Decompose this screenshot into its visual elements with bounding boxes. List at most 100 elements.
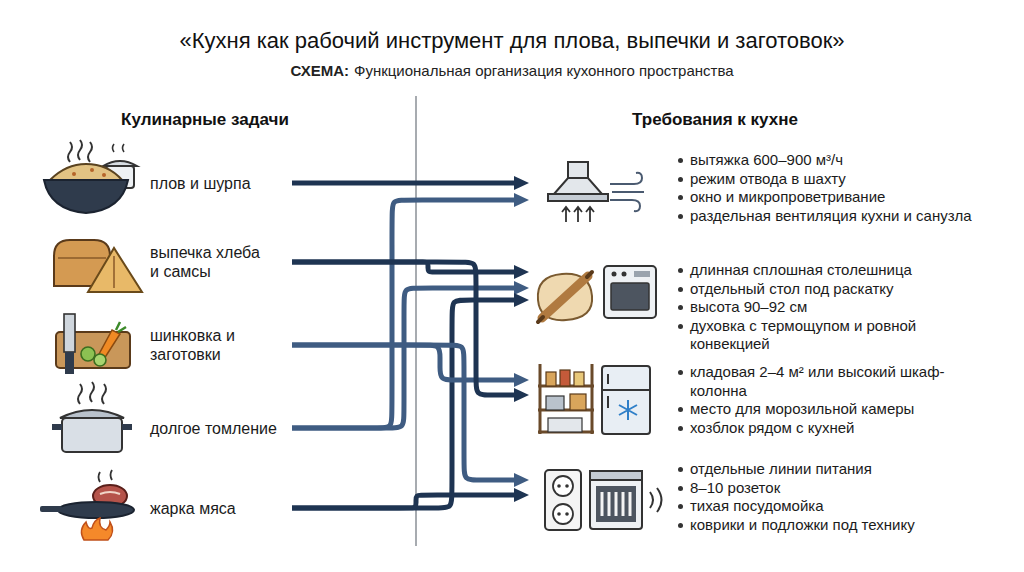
bread-icon [54, 240, 142, 292]
requirement-group: длинная сплошная столешницаотдельный сто… [528, 261, 1012, 354]
air-arrows [562, 207, 594, 222]
knife-blade [64, 314, 75, 352]
jar [560, 370, 570, 386]
task-item: плов и шурпа [150, 161, 292, 205]
oven-window [611, 283, 649, 310]
pot-lid [60, 410, 124, 418]
task-item: шинковка и заготовки [150, 323, 292, 367]
requirement-group: отдельные линии питания8–10 розетоктихая… [528, 460, 1012, 534]
column-heading: Требования к кухне [632, 110, 798, 130]
shelving [538, 364, 594, 434]
pot-lid [103, 161, 137, 166]
storage-icon [538, 364, 650, 434]
flow-arrow [292, 262, 518, 395]
oven-knob [622, 272, 627, 277]
snowflake [619, 400, 637, 420]
dishwasher-rack [596, 486, 636, 522]
stew-pot-icon [52, 382, 132, 452]
bread-line [58, 257, 106, 259]
carrot-bit [102, 173, 106, 177]
flow-arrow [292, 181, 518, 186]
column-divider [415, 96, 417, 546]
flow-arrow [292, 288, 518, 428]
socket [553, 504, 573, 524]
hood-canopy [554, 178, 602, 194]
steam-line [78, 384, 82, 404]
requirement-text: 8–10 розеток [690, 479, 1012, 498]
sound-waves [650, 488, 662, 512]
flow-arrow [292, 345, 518, 380]
flow-arrow [292, 300, 518, 508]
flow-arrow [292, 200, 518, 428]
steam-line [99, 470, 113, 482]
task-text: долгое томление [150, 419, 277, 438]
samsa [88, 248, 142, 292]
steam-line [113, 144, 125, 152]
wind-lines [610, 173, 644, 211]
task-item: выпечка хлеба и самсы [150, 240, 292, 284]
steak-fat [100, 492, 120, 494]
task-text: жарка мяса [150, 499, 236, 518]
socket-hole [565, 512, 569, 516]
plov-icon [44, 140, 137, 213]
steam-line [78, 140, 82, 160]
socket-hole [565, 484, 569, 488]
oven-body [604, 266, 656, 318]
steam-line [102, 384, 106, 404]
fire [81, 518, 112, 540]
carrot-bit [90, 168, 94, 172]
pot-handle [122, 424, 132, 430]
requirement-text: окно и микропроветривание [690, 188, 1012, 207]
carrot-leaf [116, 322, 126, 332]
freezer-body [602, 366, 650, 434]
box [548, 418, 582, 432]
requirement-text: место для морозильной камеры [690, 400, 952, 419]
task-text: плов и шурпа [150, 174, 251, 193]
diagram-title: «Кухня как рабочий инструмент для плова,… [0, 28, 1024, 54]
requirement-group: вытяжка 600–900 м³/чрежим отвода в шахту… [528, 151, 1012, 225]
subtitle-text: СХЕМА: [290, 62, 349, 79]
requirement-text: длинная сплошная столешница [690, 261, 952, 280]
socket [553, 476, 573, 496]
dough [538, 274, 592, 320]
jar [546, 372, 556, 386]
subtitle-row: СХЕМА:Функциональная организация кухонно… [0, 62, 1024, 79]
task-text: шинковка и заготовки [150, 326, 250, 364]
requirement-text: вытяжка 600–900 м³/ч [690, 151, 1012, 170]
jar [574, 372, 584, 386]
requirement-text: отдельные линии питания [690, 460, 1012, 479]
box [546, 396, 564, 410]
wok-body [44, 180, 128, 213]
hood-base [548, 194, 608, 201]
pot-body [62, 418, 122, 452]
rolling-pin [542, 276, 588, 318]
power-icon [545, 470, 662, 530]
task-item: жарка мяса [150, 486, 292, 530]
freezer-lines [602, 374, 650, 408]
steam-line [68, 142, 72, 162]
requirement-text: кладовая 2–4 м² или высокий шкаф-колонна [690, 363, 952, 400]
requirement-group: кладовая 2–4 м² или высокий шкаф-колонна… [528, 363, 1012, 437]
dishwasher-body [590, 471, 642, 529]
requirement-text: раздельная вентиляция кухни и санузла [690, 207, 1012, 226]
hood-chimney [568, 162, 588, 178]
dishwasher-panel [590, 471, 642, 480]
requirement-text: высота 90–92 см [690, 298, 952, 317]
requirement-text: тихая посудомойка [690, 497, 1012, 516]
flow-arrow [292, 345, 518, 480]
rolling-pin-handle [538, 272, 592, 322]
column-heading: Кулинарные задачи [121, 110, 289, 130]
oven-display [634, 271, 650, 277]
steam-line [88, 142, 92, 162]
flow-arrow [292, 495, 518, 508]
connector-layer [292, 183, 518, 508]
socket-hole [557, 484, 561, 488]
hood-icon [548, 162, 644, 222]
requirement-text: хозблок рядом с кухней [690, 419, 952, 438]
knife-handle [65, 352, 74, 374]
board-icon [56, 314, 130, 374]
cucumber-slice [81, 347, 95, 361]
samsa-fold [113, 256, 115, 288]
steam-line [90, 382, 94, 402]
cucumber-slice [94, 354, 106, 366]
